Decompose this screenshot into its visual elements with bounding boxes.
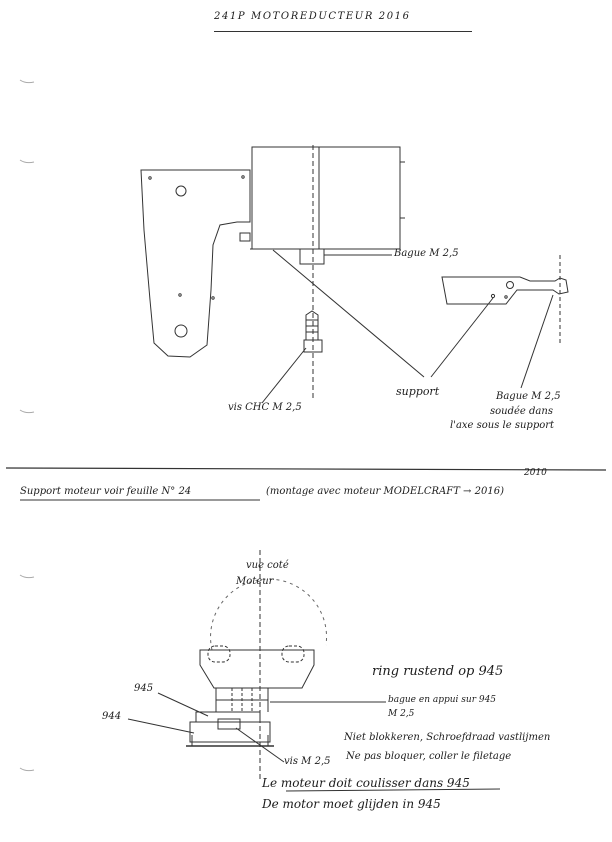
bague-label: Bague M 2,5: [394, 248, 459, 259]
leader-944: [127, 718, 195, 734]
label-944: 944: [102, 711, 122, 722]
bague-soudee-line2: soudée dans: [490, 406, 553, 417]
label-945: 945: [134, 683, 154, 694]
motor-outline-dashed: [210, 578, 328, 651]
vis-m25-label: vis M 2,5: [284, 756, 331, 767]
support-leader-1: [272, 249, 425, 378]
chc-screw: [303, 310, 323, 353]
support-leader-2: [430, 297, 494, 378]
vue-cote-line2: Moteur: [236, 576, 274, 587]
bague-soudee-leader: [520, 294, 554, 389]
vue-cote-line1: vue coté: [246, 560, 289, 571]
bague-block: [299, 248, 325, 265]
montage-note: (montage avec moteur MODELCRAFT → 2016): [266, 486, 504, 497]
part-944: [189, 721, 271, 743]
margin-mark: [19, 409, 35, 414]
inner-screw: [217, 718, 241, 730]
leader-vis: [235, 727, 285, 763]
motor-body: [239, 146, 405, 250]
margin-mark: [19, 159, 35, 164]
vis-leader: [261, 347, 307, 404]
section-separator: [5, 467, 607, 471]
note-nl-1: Niet blokkeren, Schroefdraad vastlijmen: [344, 732, 551, 743]
leader-945: [157, 692, 209, 717]
note-nl-2: De motor moet glijden in 945: [262, 797, 441, 811]
support-label: support: [396, 385, 440, 398]
bague-soudee-line1: Bague M 2,5: [496, 391, 561, 402]
small-support: [441, 276, 569, 305]
note-fr-1: Ne pas bloquer, coller le filetage: [346, 751, 512, 762]
motor-drum: [199, 645, 315, 689]
year-annotation: 2010: [524, 468, 547, 478]
page-title: 241P MOTOREDUCTEUR 2016: [214, 11, 411, 22]
vis-chc-label: vis CHC M 2,5: [228, 402, 302, 413]
note-fr-2: Le moteur doit coulisser dans 945: [262, 776, 470, 790]
shaft: [215, 688, 269, 712]
bague-appui-line1: bague en appui sur 945: [388, 695, 497, 705]
bague-soudee-line3: l'axe sous le support: [450, 420, 555, 431]
support-note: Support moteur voir feuille N° 24: [20, 486, 192, 497]
bracket-plate: [140, 169, 251, 358]
bague-appui-line2: M 2,5: [388, 709, 415, 719]
ring-rustend-note: ring rustend op 945: [372, 664, 504, 679]
note-underline-bottom: [285, 788, 501, 792]
title-underline: [214, 31, 472, 32]
part-945: [195, 711, 261, 723]
margin-mark: [19, 574, 35, 579]
margin-mark: [19, 767, 35, 772]
margin-mark: [19, 79, 35, 84]
